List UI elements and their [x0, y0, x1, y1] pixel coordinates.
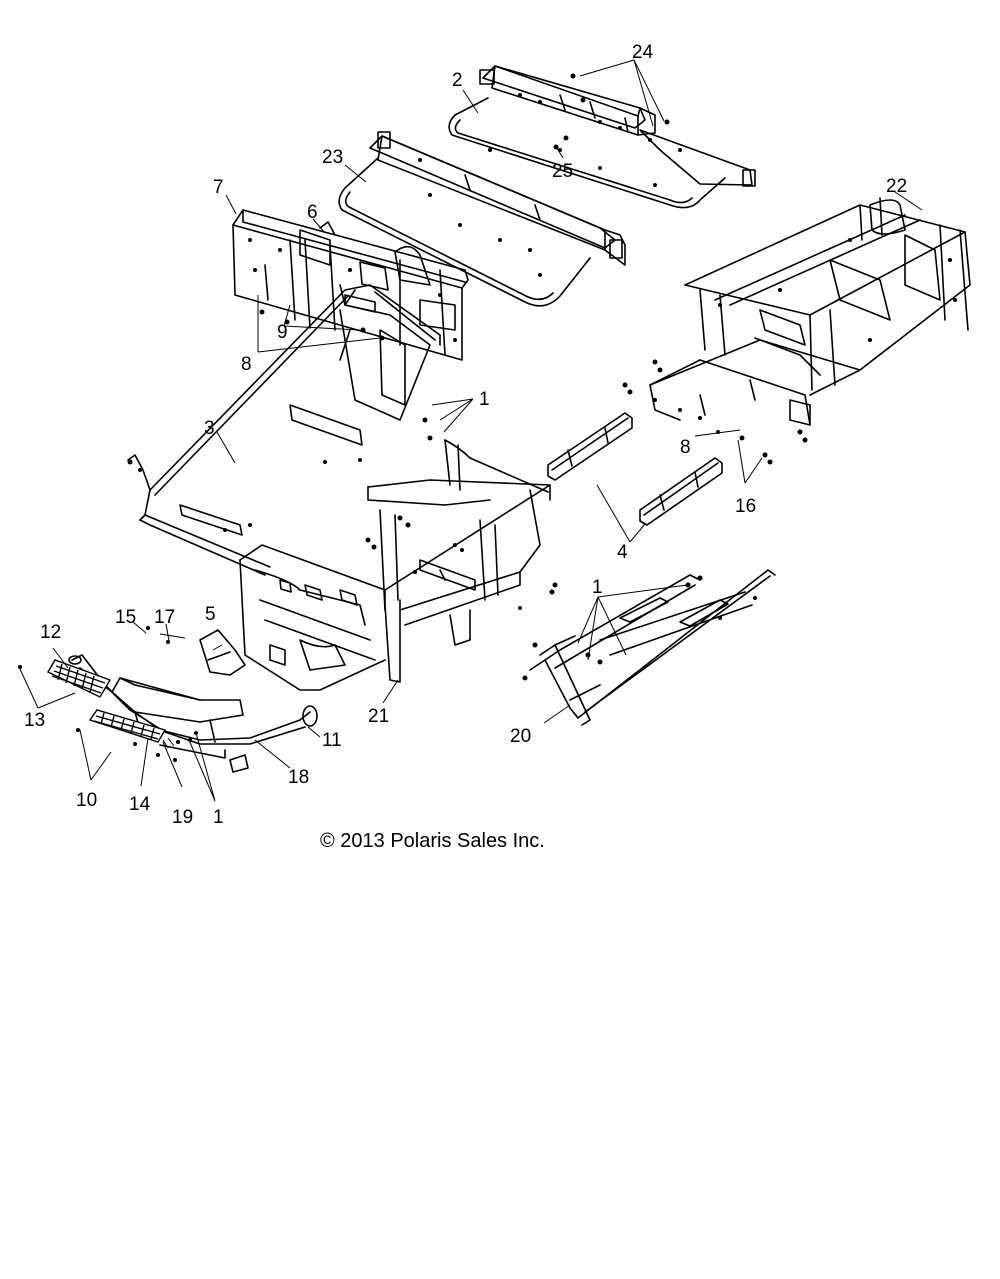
- callout-1-floor: 1: [479, 389, 490, 410]
- callout-18: 18: [288, 767, 309, 788]
- part-20-lower-frame: [522, 569, 776, 726]
- callout-13: 13: [24, 710, 45, 731]
- callout-15: 15: [115, 607, 136, 628]
- part-4-rails: [547, 359, 723, 526]
- callout-22: 22: [886, 176, 907, 197]
- part-23-mid-panel: [338, 131, 626, 307]
- loose-hardware: [18, 73, 808, 762]
- part-2-rear-panel: [448, 65, 756, 209]
- callout-6: 6: [307, 202, 318, 223]
- callout-labels: 24 2 25 23 7 6 9 8 22 1 3 8 16 4 1 5 15 …: [24, 42, 907, 828]
- part-11-front-bumper: [68, 629, 318, 773]
- leader-lines: [19, 59, 923, 802]
- part-3-floor-frame: [127, 284, 441, 576]
- callout-5: 5: [205, 604, 216, 625]
- callout-19: 19: [172, 807, 193, 828]
- callout-12: 12: [40, 622, 61, 643]
- callout-25: 25: [552, 161, 573, 182]
- copyright-notice: © 2013 Polaris Sales Inc.: [320, 830, 545, 852]
- callout-20: 20: [510, 726, 531, 747]
- callout-11: 11: [322, 730, 342, 751]
- callout-10: 10: [76, 790, 97, 811]
- part-22-rear-frame: [649, 197, 971, 426]
- callout-1-bumper: 1: [213, 807, 224, 828]
- callout-24: 24: [632, 42, 654, 63]
- part-12-upper-grille: [47, 659, 112, 698]
- callout-4: 4: [617, 542, 628, 563]
- callout-1-bed: 1: [592, 577, 603, 598]
- callout-7: 7: [213, 177, 224, 198]
- part-21-main-frame: [239, 439, 558, 691]
- callout-16: 16: [735, 496, 756, 517]
- callout-8-rear: 8: [680, 437, 691, 458]
- callout-14: 14: [129, 794, 151, 815]
- callout-17: 17: [154, 607, 175, 628]
- callout-9: 9: [277, 322, 288, 343]
- callout-2: 2: [452, 70, 463, 91]
- callout-21: 21: [368, 706, 389, 727]
- callout-8-cab: 8: [241, 354, 252, 375]
- callout-3: 3: [204, 418, 215, 439]
- part-14-lower-grille: [88, 709, 167, 743]
- callout-23: 23: [322, 147, 343, 168]
- part-7-cab-wall: [232, 209, 469, 361]
